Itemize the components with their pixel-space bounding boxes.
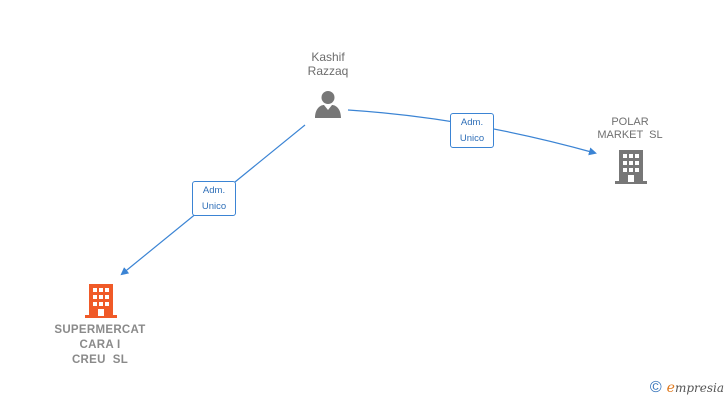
edge-label-line1: Adm. (460, 117, 484, 128)
empresia-logo: empresia (667, 380, 724, 396)
brand-initial: e (666, 380, 675, 396)
copyright-footer[interactable]: © empresia (649, 379, 724, 397)
edge-label-line1: Adm. (202, 185, 226, 196)
edge-label-adm-unico-polar[interactable]: Adm. Unico (450, 113, 494, 148)
supermercat-name-line3: CREU SL (71, 354, 129, 366)
building-icon[interactable] (615, 150, 647, 184)
person-name-line2: Razzaq (307, 64, 349, 78)
supermercat-name[interactable]: SUPERMERCAT CARA I CREU SL (40, 323, 160, 368)
copyright-icon: © (649, 379, 662, 396)
polar-name-line1: POLAR (611, 116, 649, 128)
brand-text: mpresia (674, 381, 724, 395)
person-icon[interactable] (313, 89, 343, 119)
polar-market-name[interactable]: POLAR MARKET SL (584, 116, 676, 142)
supermercat-name-line2: CARA I (79, 339, 121, 351)
person-name[interactable]: Kashif Razzaq (290, 50, 366, 78)
edge-label-adm-unico-supermercat[interactable]: Adm. Unico (192, 181, 236, 216)
polar-name-line2: MARKET SL (597, 129, 663, 141)
person-name-line1: Kashif (311, 50, 345, 64)
building-icon[interactable] (85, 284, 117, 318)
edge-label-line2: Unico (459, 133, 485, 144)
supermercat-name-line1: SUPERMERCAT (54, 324, 146, 336)
edge-label-line2: Unico (201, 201, 227, 212)
